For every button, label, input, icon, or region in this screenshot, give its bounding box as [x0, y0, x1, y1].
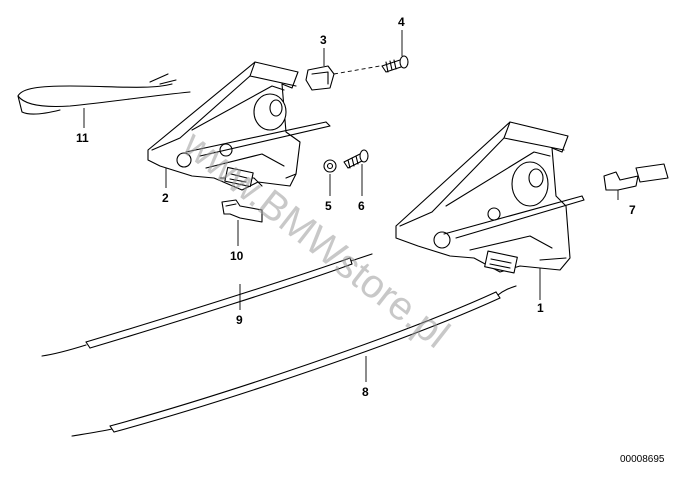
callout-10: 10 — [230, 249, 244, 263]
part-6-screw — [343, 149, 369, 196]
part-9-cable — [41, 253, 373, 357]
part-11-cable — [17, 73, 191, 128]
callout-6: 6 — [358, 199, 365, 213]
callout-4: 4 — [398, 15, 405, 29]
callout-3: 3 — [320, 33, 327, 47]
part-8-cable — [71, 285, 517, 437]
reference-code: 00008695 — [620, 454, 665, 465]
part-2-bracket-left — [147, 61, 331, 191]
part-3-clip-nut — [305, 48, 381, 91]
callout-9: 9 — [236, 313, 243, 327]
callout-2: 2 — [162, 191, 169, 205]
part-4-screw — [381, 30, 409, 73]
callout-1: 1 — [537, 301, 544, 315]
callout-11: 11 — [76, 131, 89, 145]
callout-8: 8 — [362, 385, 369, 399]
part-10-clip — [221, 199, 263, 246]
part-1-bracket-right — [395, 121, 585, 300]
callout-5: 5 — [325, 199, 332, 213]
callout-7: 7 — [629, 203, 636, 217]
part-7-cable-guide — [603, 163, 669, 200]
part-5-nut — [323, 159, 337, 196]
